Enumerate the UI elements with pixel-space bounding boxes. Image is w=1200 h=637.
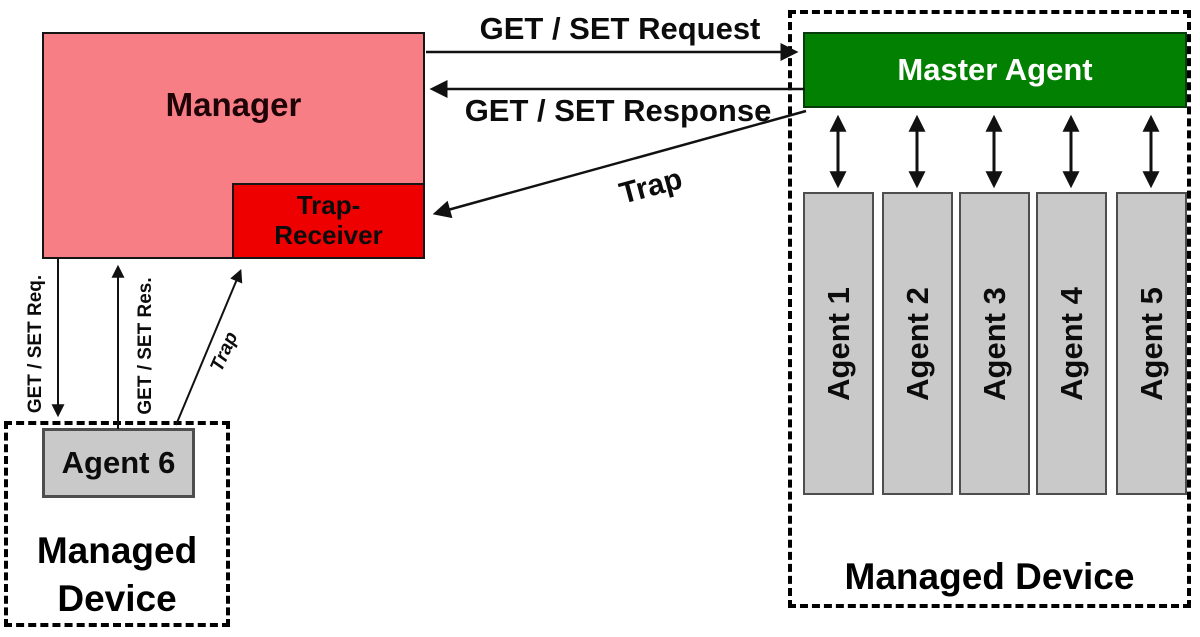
agent-1-box: Agent 1: [803, 192, 874, 495]
master-agent-box: Master Agent: [803, 32, 1187, 108]
master-agent-label: Master Agent: [897, 52, 1093, 87]
agent-2-label: Agent 2: [899, 286, 935, 401]
agent-4-box: Agent 4: [1036, 192, 1107, 495]
agent-6-box: Agent 6: [42, 428, 195, 498]
managed-device-left-label: Managed Device: [36, 530, 198, 620]
agent-3-label: Agent 3: [976, 286, 1012, 401]
trap-small-label: Trap: [206, 328, 243, 375]
agent-2-box: Agent 2: [882, 192, 953, 495]
agent-5-box: Agent 5: [1116, 192, 1187, 495]
agent-4-label: Agent 4: [1053, 286, 1089, 401]
agent-5-label: Agent 5: [1133, 286, 1169, 401]
managed-device-right-label: Managed Device: [844, 556, 1135, 597]
get-set-res-small-label: GET / SET Res.: [135, 277, 156, 415]
manager-label: Manager: [165, 86, 302, 123]
trap-receiver-box: Trap- Receiver: [232, 183, 425, 259]
managed-device-right-box: [788, 10, 1191, 608]
agent-6-label: Agent 6: [61, 445, 176, 480]
get-set-response-label: GET / SET Response: [464, 93, 772, 128]
get-set-req-small-label: GET / SET Req.: [25, 274, 46, 414]
agent-1-label: Agent 1: [820, 286, 856, 401]
trap-receiver-label: Trap- Receiver: [274, 190, 383, 250]
trap-label: Trap: [615, 162, 686, 211]
agent-3-box: Agent 3: [959, 192, 1030, 495]
get-set-request-label: GET / SET Request: [479, 11, 761, 46]
